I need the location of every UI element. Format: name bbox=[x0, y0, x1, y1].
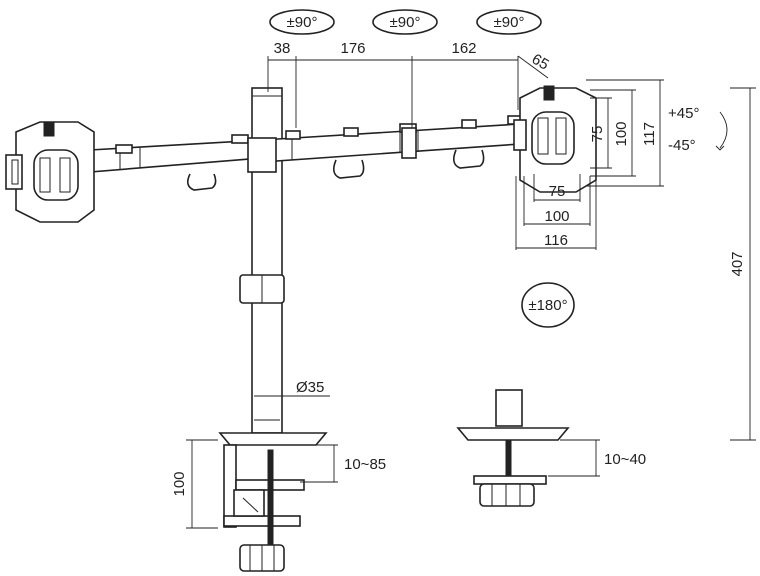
grommet-mount bbox=[456, 389, 570, 507]
dim-38: 38 bbox=[274, 40, 291, 57]
dim-grommet-range: 10~40 bbox=[604, 451, 646, 468]
tilt-up-label: +45° bbox=[668, 105, 699, 122]
dim-162: 162 bbox=[451, 40, 476, 57]
dimension-lines bbox=[186, 55, 756, 529]
dim-176: 176 bbox=[340, 40, 365, 57]
dim-pole-height: 407 bbox=[729, 251, 746, 276]
dim-plate-100: 100 bbox=[613, 121, 630, 146]
swivel-label: ±180° bbox=[528, 297, 567, 314]
dim-clamp-height: 100 bbox=[171, 471, 188, 496]
badge-mid-rotation: ±90° bbox=[390, 14, 421, 31]
badge-left-rotation: ±90° bbox=[287, 14, 318, 31]
dim-65: 65 bbox=[529, 51, 552, 74]
right-vesa-plate bbox=[513, 85, 597, 193]
dim-width-116: 116 bbox=[544, 232, 568, 249]
dim-width-75: 75 bbox=[549, 183, 566, 200]
left-vesa-plate bbox=[5, 121, 95, 223]
dim-pole-diameter: Ø35 bbox=[296, 379, 324, 396]
rotation-badges bbox=[269, 9, 575, 328]
arm-assembly bbox=[89, 115, 523, 191]
tilt-down-label: -45° bbox=[668, 137, 696, 154]
dim-plate-75: 75 bbox=[589, 126, 606, 143]
dim-plate-117: 117 bbox=[641, 122, 658, 146]
dim-width-100: 100 bbox=[544, 208, 569, 225]
dim-clamp-range: 10~85 bbox=[344, 456, 386, 473]
desk-clamp bbox=[218, 432, 328, 572]
badge-right-rotation: ±90° bbox=[494, 14, 525, 31]
